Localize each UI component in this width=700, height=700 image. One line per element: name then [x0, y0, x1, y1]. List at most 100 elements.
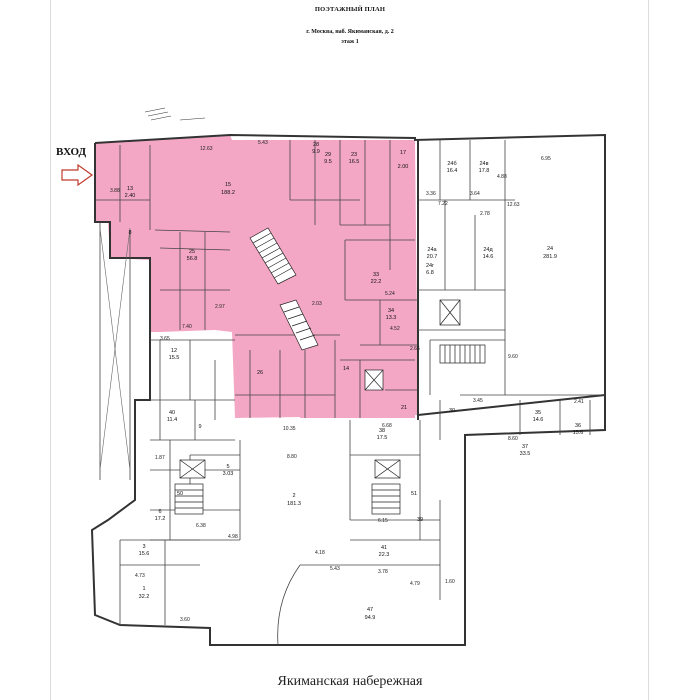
room-33-number: 33 [373, 272, 379, 278]
room-13-area: 2.40 [125, 193, 136, 199]
room-24d-area: 14.6 [483, 254, 494, 260]
room-39-number: 39 [417, 517, 423, 523]
room-28-area: 9.9 [312, 149, 320, 155]
room-38-area: 17.5 [377, 435, 388, 441]
dim-label: 1.60 [445, 579, 455, 585]
room-14-number: 14 [343, 366, 349, 372]
dim-label: 3.45 [473, 398, 483, 404]
room-15-number: 15 [225, 182, 231, 188]
room-1-number: 1 [142, 586, 145, 592]
plan-floor: этаж 1 [341, 39, 359, 45]
dim-label: 3.78 [378, 569, 388, 575]
dim-label: 4.98 [228, 534, 238, 540]
room-23-area: 16.5 [349, 159, 360, 165]
dim-label: 2.65 [410, 346, 420, 352]
room-24-area: 281.9 [543, 254, 557, 260]
room-6-area: 17.2 [155, 516, 166, 522]
dimension-labels: 12.63 5.43 3.36 3.64 6.95 4.88 12.63 10.… [110, 140, 584, 623]
room-50-number: 50 [177, 491, 183, 497]
dim-label: 4.18 [315, 550, 325, 556]
room-24v-area: 17.8 [479, 168, 490, 174]
dim-label: 5.43 [330, 566, 340, 572]
room-2-area: 181.3 [287, 501, 301, 507]
dim-label: 5.24 [385, 291, 395, 297]
room-38-number: 38 [379, 428, 385, 434]
room-51-number: 51 [411, 491, 417, 497]
room-24-number: 24 [547, 246, 553, 252]
room-12-number: 12 [171, 348, 177, 354]
room-36-area: 15.6 [573, 430, 584, 436]
highlighted-area [95, 135, 418, 418]
dim-label: 3.88 [110, 188, 120, 194]
dim-label: 10.35 [283, 426, 296, 432]
dim-label: 2.41 [574, 399, 584, 405]
room-40-area: 11.4 [167, 417, 177, 423]
room-41-number: 41 [381, 545, 387, 551]
external-stair [144, 107, 206, 121]
building-walls [90, 133, 606, 646]
dim-label: 6.15 [378, 518, 388, 524]
dim-label: 6.68 [382, 423, 392, 429]
dim-label: 9.60 [508, 354, 518, 360]
dim-label: 1.87 [155, 455, 165, 461]
dim-label: 8.80 [287, 454, 297, 460]
room-labels: 15 188.2 28 9.9 29 9.5 23 16.5 17 2.00 2… [125, 142, 584, 621]
room-33-area: 22.2 [371, 279, 382, 285]
room-24a-number: 24а [427, 247, 437, 253]
dim-label: 3.36 [426, 191, 436, 197]
room-3-area: 15.6 [139, 551, 150, 557]
room-25-number: 25 [189, 249, 195, 255]
room-24g-number: 24г [426, 263, 434, 269]
lift-shafts [174, 299, 486, 515]
room-24g-area: 6.8 [426, 270, 434, 276]
entrance-arrow [61, 163, 94, 187]
room-24d-number: 24д [483, 247, 493, 253]
dim-label: 6.38 [196, 523, 206, 529]
room-24v-number: 24в [479, 161, 488, 167]
room-5-area: 3.03 [223, 471, 234, 477]
dim-label: 7.22 [438, 201, 448, 207]
dim-label: 7.40 [182, 324, 192, 330]
dim-label: 2.78 [480, 211, 490, 217]
page-border-left [50, 0, 51, 700]
main-stairs [249, 227, 319, 351]
room-30-number: 30 [449, 408, 455, 414]
room-37-area: 33.5 [520, 451, 531, 457]
room-35-number: 35 [535, 410, 541, 416]
room-17-number: 17 [400, 150, 406, 156]
room-25-area: 56.8 [187, 256, 198, 262]
room-5-number: 5 [226, 464, 229, 470]
dim-label: 3.64 [470, 191, 480, 197]
room-9-number: 9 [198, 424, 201, 430]
dim-label: 12.63 [200, 146, 213, 152]
room-35-area: 14.6 [533, 417, 544, 423]
room-13-number: 13 [127, 186, 133, 192]
entrance-label: ВХОД [56, 146, 87, 158]
room-24b-number: 24б [447, 161, 456, 167]
plan-address: г. Москва, наб. Якиманская, д. 2 [306, 29, 394, 35]
dim-label: 4.88 [497, 174, 507, 180]
room-24a-area: 20.7 [427, 254, 438, 260]
dim-label: 2.03 [312, 301, 322, 307]
room-1-area: 32.2 [139, 594, 150, 600]
room-17-area: 2.00 [398, 164, 409, 170]
dim-label: 2.97 [215, 304, 225, 310]
dim-label: 6.95 [541, 156, 551, 162]
room-34-area: 13.3 [386, 315, 397, 321]
dim-label: 4.73 [135, 573, 145, 579]
room-40-number: 40 [169, 410, 175, 416]
room-2-number: 2 [292, 493, 295, 499]
dim-label: 5.43 [258, 140, 268, 146]
room-37-number: 37 [522, 444, 528, 450]
dim-label: 4.79 [410, 581, 420, 587]
dim-label: 12.63 [507, 202, 520, 208]
interior-partitions [95, 140, 605, 646]
room-12-area: 15.5 [169, 355, 180, 361]
dim-label: 4.52 [390, 326, 400, 332]
room-47-area: 94.9 [365, 615, 376, 621]
corridor-lines [99, 227, 131, 471]
room-34-number: 34 [388, 308, 394, 314]
room-3-number: 3 [142, 544, 145, 550]
